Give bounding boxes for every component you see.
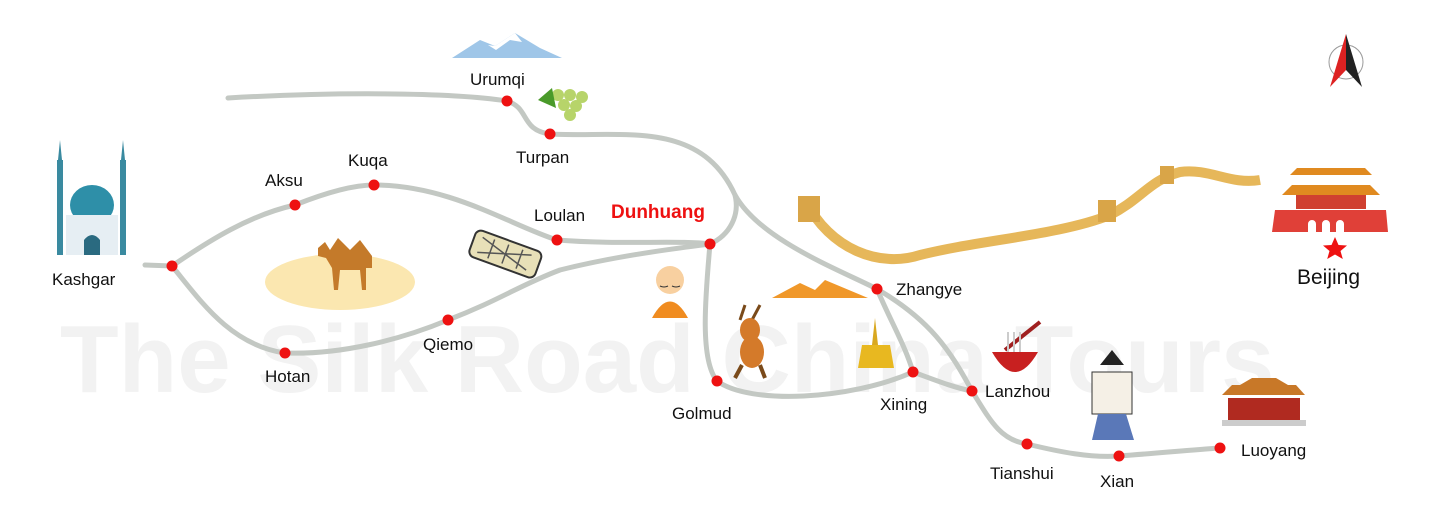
city-dot-kashgar[interactable] <box>166 260 178 272</box>
city-label-aksu: Aksu <box>265 171 303 190</box>
city-label-turpan: Turpan <box>516 148 569 167</box>
tiananmen-icon <box>1272 168 1388 232</box>
city-dot-loulan[interactable] <box>551 234 563 246</box>
city-label-tianshui: Tianshui <box>990 464 1054 483</box>
city-label-qiemo: Qiemo <box>423 335 473 354</box>
grapes-icon <box>538 88 588 121</box>
city-dot-tianshui[interactable] <box>1021 438 1033 450</box>
city-markers <box>166 95 1226 462</box>
camel-icon <box>265 238 415 310</box>
route-qinghai <box>702 241 975 399</box>
city-dot-hotan[interactable] <box>279 347 291 359</box>
mosque-icon <box>57 140 126 255</box>
city-label-xian: Xian <box>1100 472 1134 491</box>
city-label-kuqa: Kuqa <box>348 151 388 170</box>
city-dot-xian[interactable] <box>1113 450 1125 462</box>
city-label-hotan: Hotan <box>265 367 310 386</box>
great-wall-icon <box>798 166 1261 265</box>
city-dot-turpan[interactable] <box>544 128 556 140</box>
city-dot-aksu[interactable] <box>289 199 301 211</box>
city-dot-kuqa[interactable] <box>368 179 380 191</box>
buddha-icon <box>652 266 688 318</box>
route-dunhuang-link <box>707 192 739 247</box>
star-icon <box>1323 237 1347 259</box>
city-dot-zhangye[interactable] <box>871 283 883 295</box>
city-label-loulan: Loulan <box>534 206 585 225</box>
city-label-kashgar: Kashgar <box>52 270 116 289</box>
city-label-zhangye: Zhangye <box>896 280 962 299</box>
city-label-dunhuang: Dunhuang <box>611 202 705 223</box>
watermark: The Silk Road China Tours <box>60 306 1274 413</box>
city-label-lanzhou: Lanzhou <box>985 382 1050 401</box>
route-central <box>142 182 713 269</box>
route-zhangye-xining <box>874 286 916 375</box>
city-dot-luoyang[interactable] <box>1214 442 1226 454</box>
city-label-luoyang: Luoyang <box>1241 441 1306 460</box>
city-dot-xining[interactable] <box>907 366 919 378</box>
desert-dune-icon <box>772 280 868 298</box>
stupa-icon <box>858 318 894 368</box>
city-label-beijing: Beijing <box>1297 266 1360 289</box>
city-labels: Urumqi Turpan Aksu Kuqa Loulan Dunhuang … <box>52 70 1360 491</box>
city-label-xining: Xining <box>880 395 927 414</box>
city-label-urumqi: Urumqi <box>470 70 525 89</box>
city-dot-golmud[interactable] <box>711 375 723 387</box>
city-dot-lanzhou[interactable] <box>966 385 978 397</box>
palace-icon <box>1222 378 1306 426</box>
deer-icon <box>733 304 767 379</box>
city-label-golmud: Golmud <box>672 404 732 423</box>
city-dot-urumqi[interactable] <box>501 95 513 107</box>
compass-north-icon[interactable] <box>1328 34 1364 87</box>
noodle-bowl-icon <box>992 320 1042 372</box>
city-dot-qiemo[interactable] <box>442 314 454 326</box>
city-dot-dunhuang[interactable] <box>704 238 716 250</box>
mountain-icon <box>452 33 562 58</box>
mummy-icon <box>468 229 543 279</box>
emperor-figure-icon <box>1091 350 1134 440</box>
